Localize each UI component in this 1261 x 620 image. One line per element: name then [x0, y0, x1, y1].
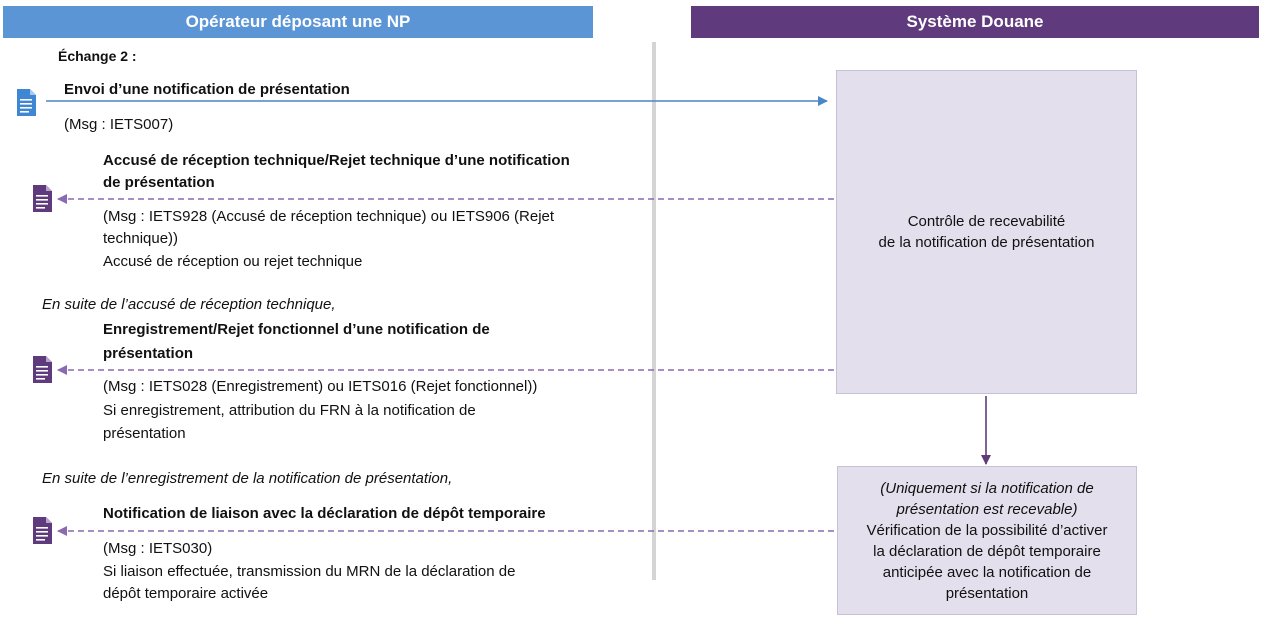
activation-condition-line-2: présentation est recevable) [896, 500, 1078, 518]
document-icon-blue [17, 89, 36, 116]
message-3-detail-2: Si enregistrement, attribution du FRN à … [103, 402, 476, 419]
operator-header: Opérateur déposant une NP [3, 6, 593, 38]
message-2-detail-2: technique)) [103, 230, 179, 247]
message-4-title: Notification de liaison avec la déclarat… [103, 505, 546, 522]
message-2-title-line1: Accusé de réception technique/Rejet tech… [103, 152, 570, 169]
system-header: Système Douane [691, 6, 1259, 38]
message-1-title: Envoi d’une notification de présentation [64, 81, 350, 98]
activation-check-box: (Uniquement si la notification de présen… [837, 466, 1137, 615]
activation-condition-line-1: (Uniquement si la notification de [880, 479, 1094, 497]
message-4-detail-2: Si liaison effectuée, transmission du MR… [103, 563, 516, 580]
exchange-title: Échange 2 : [58, 48, 137, 64]
message-3-title-line1: Enregistrement/Rejet fonctionnel d’une n… [103, 321, 490, 338]
activation-check-line-4: présentation [945, 584, 1029, 602]
message-2-detail-1: (Msg : IETS928 (Accusé de réception tech… [103, 208, 555, 225]
message-1-detail: (Msg : IETS007) [64, 116, 174, 133]
activation-check-line-1: Vérification de la possibilité d’activer [866, 521, 1108, 539]
message-4-preface: En suite de l’enregistrement de la notif… [42, 470, 453, 487]
activation-check-line-3: anticipée avec la notification de [882, 563, 1092, 581]
receivability-check-box: Contrôle de recevabilité de la notificat… [836, 70, 1137, 394]
message-2-detail-3: Accusé de réception ou rejet technique [103, 253, 363, 270]
lane-divider [652, 42, 656, 580]
message-3-title-line2: présentation [103, 345, 194, 362]
document-icon-purple-1 [33, 185, 52, 212]
document-icon-purple-3 [33, 517, 52, 544]
activation-check-line-2: la déclaration de dépôt temporaire [873, 542, 1101, 560]
message-3-preface: En suite de l’accusé de réception techni… [42, 296, 336, 313]
document-icon-purple-2 [33, 356, 52, 383]
message-3-detail-3: présentation [103, 425, 186, 442]
message-4-detail-3: dépôt temporaire activée [103, 585, 269, 602]
receivability-check-line-1: Contrôle de recevabilité [907, 213, 1066, 230]
message-3-detail-1: (Msg : IETS028 (Enregistrement) ou IETS0… [103, 378, 538, 395]
message-4-detail-1: (Msg : IETS030) [103, 540, 213, 557]
receivability-check-line-2: de la notification de présentation [878, 234, 1095, 251]
message-2-title-line2: de présentation [103, 174, 215, 191]
